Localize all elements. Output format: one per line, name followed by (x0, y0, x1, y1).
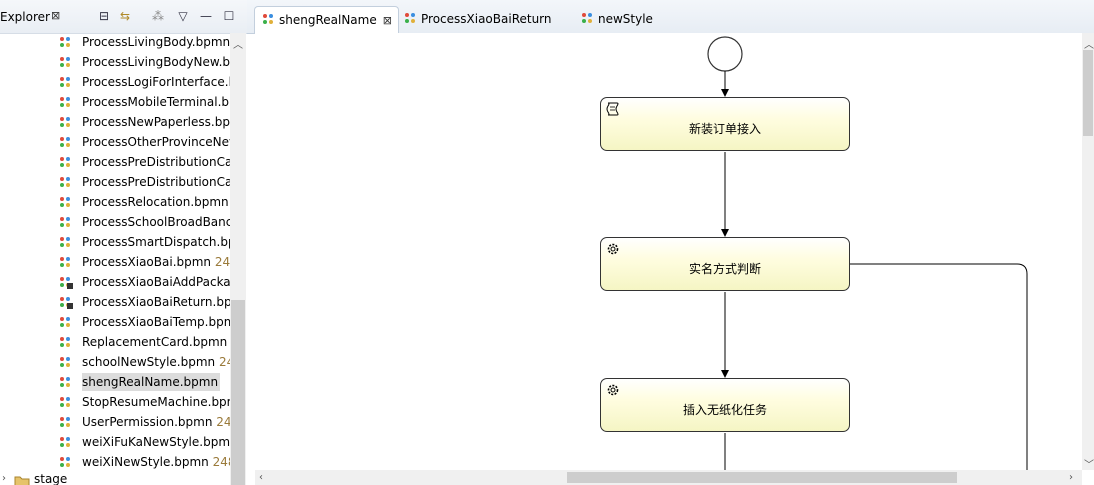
collapse-all-icon[interactable]: ⊟ (98, 9, 110, 23)
bpmn-file-icon (60, 437, 70, 447)
file-name: schoolNewStyle.bpmn 24 (82, 355, 235, 369)
diagram-canvas[interactable]: 新装订单接入 实名方式判断 插入无纸化任务 (255, 33, 1082, 470)
task-label: 实名方式判断 (688, 262, 761, 276)
link-editor-icon[interactable]: ⇆ (119, 9, 131, 23)
bpmn-file-icon (582, 13, 592, 23)
scroll-up-arrow-icon[interactable]: ︿ (233, 40, 243, 51)
service-task[interactable]: 插入无纸化任务 (600, 378, 850, 432)
file-name: ProcessSmartDispatch.bp (82, 235, 236, 249)
script-task[interactable]: 新装订单接入 (600, 97, 850, 151)
file-name: ProcessXiaoBai.bpmn 243 (82, 255, 238, 269)
scroll-right-arrow-icon[interactable]: › (1069, 472, 1073, 483)
bpmn-file-icon (60, 217, 70, 227)
task-label: 新装订单接入 (688, 122, 761, 136)
bpmn-file-icon (60, 157, 70, 167)
file-name: weiXiFuKaNewStyle.bpmn (82, 435, 238, 449)
bpmn-file-icon (60, 77, 70, 87)
file-name: ProcessPreDistributionCa (82, 175, 233, 189)
file-name: StopResumeMachine.bpm (82, 395, 239, 409)
file-name: ProcessNewPaperless.bp (82, 115, 230, 129)
tab-label: shengRealName (279, 13, 377, 27)
file-name: ReplacementCard.bpmn 2 (82, 333, 239, 351)
task-label: 插入无纸化任务 (682, 403, 767, 417)
file-name: ProcessLivingBody.bpmn (82, 35, 231, 49)
tab-processxiaobaireturn[interactable]: ProcessXiaoBaiReturn (397, 6, 552, 32)
bpmn-file-icon (60, 57, 70, 67)
bpmn-file-icon (60, 37, 70, 47)
folder-icon (14, 476, 30, 485)
service-task-icon (607, 384, 619, 396)
explorer-title[interactable]: Explorer (0, 10, 50, 24)
file-name: UserPermission.bpmn 247 (82, 415, 240, 429)
filter-icon[interactable]: ⁂ (152, 9, 164, 23)
bpmn-file-icon (60, 197, 70, 207)
scroll-down-arrow-icon[interactable]: ﹀ (1084, 460, 1094, 471)
explorer-header: Explorer ⊠ ⊟ ⇆ ⁂ ▽ — ☐ (0, 0, 247, 34)
bpmn-file-icon (60, 177, 70, 187)
scroll-left-arrow-icon[interactable]: ‹ (259, 472, 263, 483)
file-name: ProcessPreDistributionCa (82, 155, 233, 169)
bpmn-file-modified-icon (60, 277, 73, 289)
file-name: ProcessXiaoBaiReturn.bp (82, 295, 232, 309)
bpmn-file-icon (60, 317, 70, 327)
bpmn-file-icon (60, 377, 70, 387)
bpmn-file-icon (60, 457, 70, 467)
bpmn-file-icon (60, 257, 70, 267)
file-name: ProcessLogiForInterface.b (82, 75, 237, 89)
bpmn-file-icon (263, 14, 273, 24)
tab-label: ProcessXiaoBaiReturn (421, 12, 552, 26)
file-name: ProcessMobileTerminal.b (82, 95, 230, 109)
close-tab-icon[interactable]: ⊠ (382, 14, 392, 27)
package-explorer-panel: Explorer ⊠ ⊟ ⇆ ⁂ ▽ — ☐ ProcessLivingBody… (0, 0, 248, 485)
close-icon[interactable]: ⊠ (51, 9, 61, 22)
tab-shengrealname[interactable]: shengRealName ⊠ (254, 6, 399, 33)
bpmn-file-icon (60, 397, 70, 407)
file-name: shengRealName.bpmn (82, 373, 221, 391)
scroll-up-arrow-icon[interactable]: ︿ (1084, 40, 1094, 51)
maximize-icon[interactable]: ☐ (223, 9, 235, 23)
file-name: ProcessOtherProvinceNev (82, 135, 237, 149)
minimize-icon[interactable]: — (200, 9, 212, 23)
canvas-vertical-scrollbar[interactable] (1082, 33, 1094, 470)
folder-label: stage (34, 472, 68, 485)
diagram-connectors (707, 36, 1028, 470)
bpmn-file-icon (60, 417, 70, 427)
tab-label: newStyle (598, 12, 653, 26)
editor-tab-bar: shengRealName ⊠ ProcessXiaoBaiReturn newS… (247, 0, 1094, 34)
file-name: ProcessXiaoBaiTemp.bpm (82, 315, 236, 329)
bpmn-file-icon (60, 337, 70, 347)
script-task-icon (606, 102, 619, 116)
file-tree: ProcessLivingBody.bpmn ProcessLivingBody… (0, 33, 243, 485)
file-name: ProcessSchoolBroadBanc (82, 215, 233, 229)
bpmn-file-icon (60, 117, 70, 127)
view-menu-icon[interactable]: ▽ (178, 9, 188, 23)
start-event[interactable] (707, 36, 743, 72)
bpmn-file-icon (60, 137, 70, 147)
bpmn-file-icon (60, 97, 70, 107)
service-task[interactable]: 实名方式判断 (600, 237, 850, 291)
file-name: ProcessRelocation.bpmn (82, 195, 229, 209)
file-name: ProcessXiaoBaiAddPacka (82, 275, 231, 289)
service-task-icon (607, 243, 619, 255)
file-name: ProcessLivingBodyNew.bp (82, 55, 238, 69)
canvas-horizontal-scroll-thumb[interactable] (567, 472, 957, 483)
bpmn-editor: shengRealName ⊠ ProcessXiaoBaiReturn newS… (247, 0, 1094, 485)
tab-newstyle[interactable]: newStyle (574, 6, 653, 32)
bpmn-file-icon (405, 13, 415, 23)
expand-arrow-icon[interactable]: › (2, 473, 6, 484)
file-name: weiXiNewStyle.bpmn 2489 (82, 455, 244, 469)
explorer-scroll-thumb[interactable] (231, 300, 245, 485)
bpmn-file-icon (60, 357, 70, 367)
canvas-vertical-scroll-thumb[interactable] (1083, 50, 1093, 136)
bpmn-file-icon (60, 237, 70, 247)
bpmn-file-modified-icon (60, 297, 73, 309)
sequence-flow[interactable] (850, 263, 1028, 470)
